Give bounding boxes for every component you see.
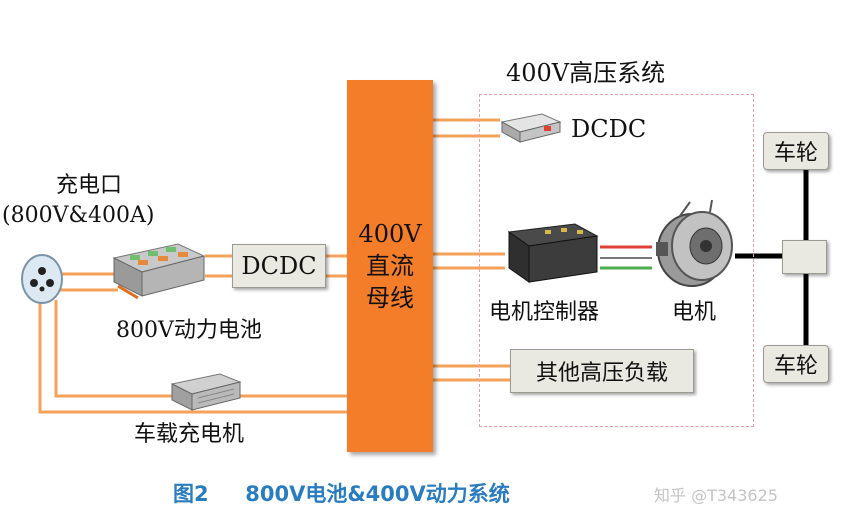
dcdc-right-icon	[500, 113, 562, 143]
hv-system-frame	[479, 94, 754, 427]
wire-port-to-bus-outer	[38, 300, 347, 414]
charging-port-label: 充电口	[56, 173, 123, 198]
wheel-bottom-box: 车轮	[763, 345, 829, 383]
dcdc-left-box: DCDC	[232, 244, 326, 288]
motor-label: 电机	[672, 300, 717, 325]
charging-port-spec: (800V&400A)	[2, 203, 155, 228]
onboard-charger-icon	[170, 373, 242, 411]
figure-title: 800V电池&400V动力系统	[245, 482, 510, 506]
other-loads-label: 其他高压负载	[535, 361, 668, 386]
watermark: 知乎 @T343625	[654, 486, 778, 505]
dcdc-right-label: DCDC	[571, 115, 647, 143]
motor-icon	[656, 199, 733, 287]
other-loads-box: 其他高压负载	[510, 349, 694, 393]
dc-bus-bar: 400V 直流 母线	[347, 80, 433, 452]
battery-pack-icon	[112, 243, 206, 300]
bus-line1: 400V	[358, 220, 422, 248]
wire-port-to-bus-inner	[54, 300, 347, 398]
bus-line2: 直流	[366, 252, 414, 280]
hv-system-title: 400V高压系统	[506, 59, 666, 87]
figure-caption: 图2 800V电池&400V动力系统	[173, 478, 510, 508]
motor-controller-label: 电机控制器	[489, 300, 600, 325]
dcdc-left-label: DCDC	[241, 252, 317, 280]
battery-label: 800V动力电池	[116, 318, 262, 343]
onboard-charger-label: 车载充电机	[134, 422, 245, 447]
wheel-top-label: 车轮	[773, 141, 818, 166]
differential-box	[782, 240, 827, 274]
bus-line3: 母线	[366, 284, 414, 312]
wheel-bottom-label: 车轮	[773, 354, 818, 379]
wheel-top-box: 车轮	[763, 132, 829, 170]
motor-controller-icon	[507, 223, 599, 283]
figure-number: 图2	[173, 482, 209, 506]
charging-port-icon	[21, 254, 63, 304]
